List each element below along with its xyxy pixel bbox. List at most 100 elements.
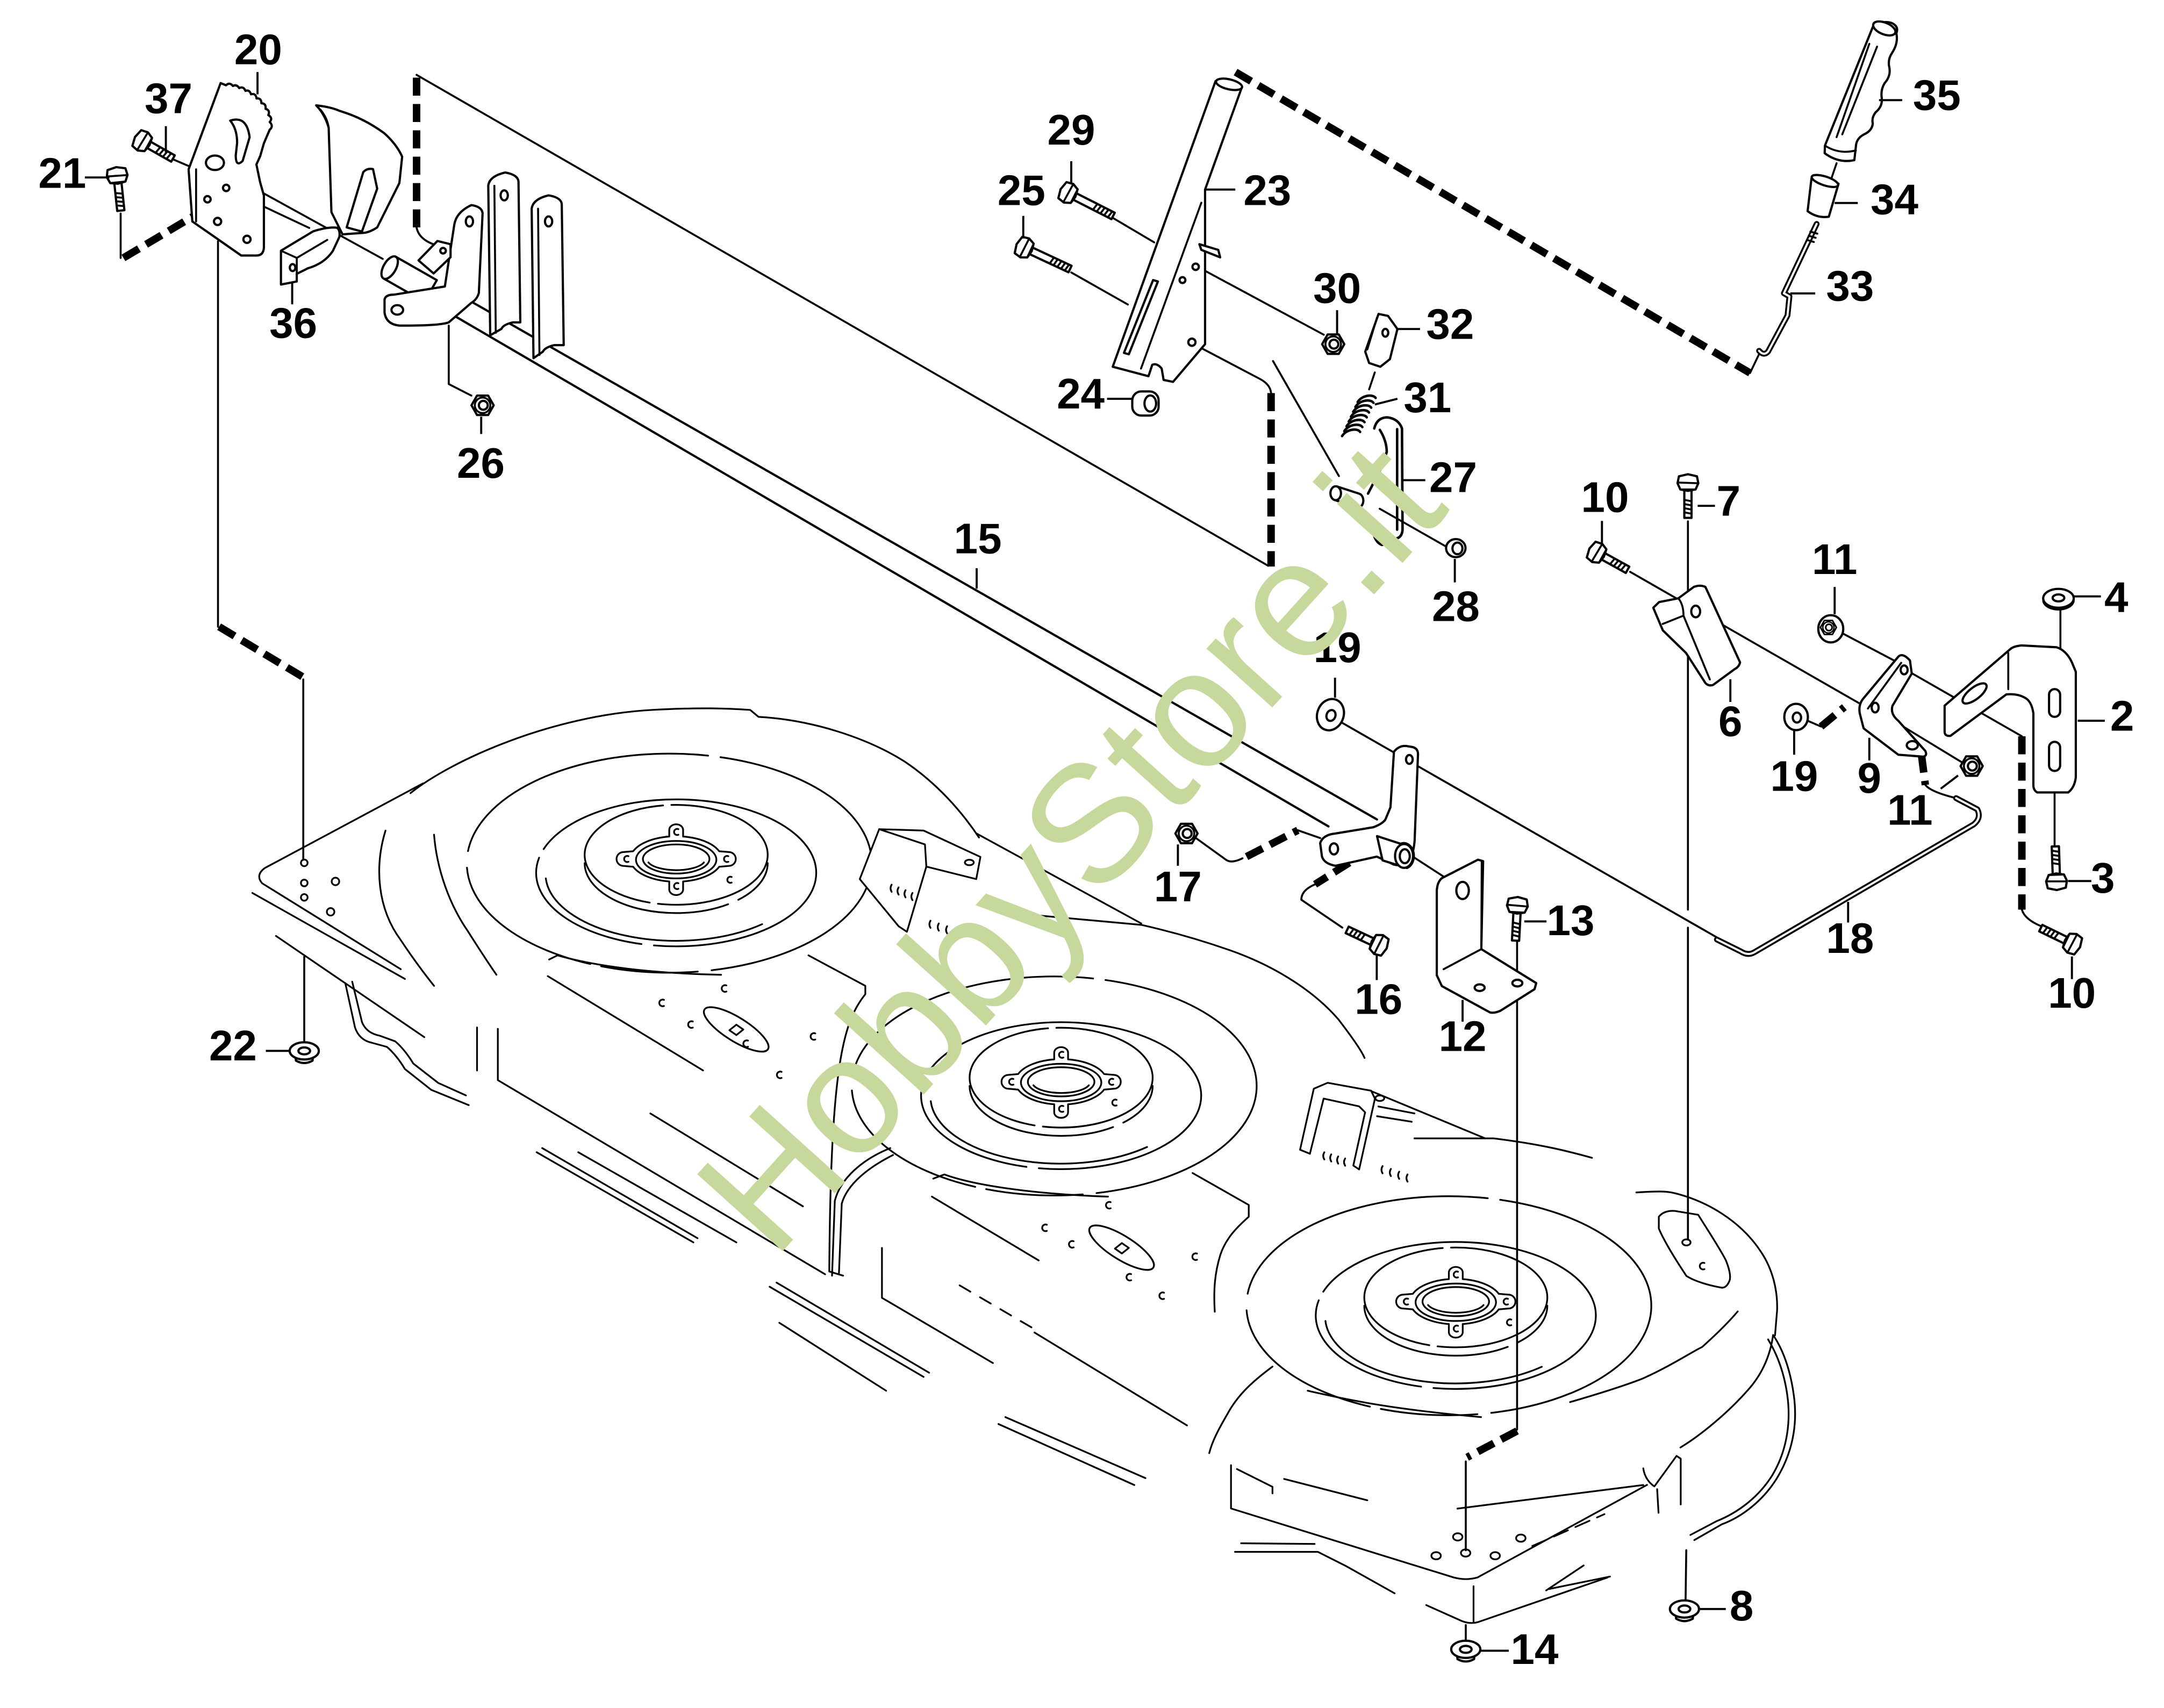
deck-hidden-edge [1531,1513,1606,1547]
hidden-assembly-dashed-lines [121,69,2026,1461]
washer-hole [1325,709,1337,722]
callout-19-right: 19 [1770,752,1818,800]
sector-plate-hole [242,234,252,245]
callout-3: 3 [2091,854,2115,902]
part-4-washer [2042,587,2075,611]
mount-hole [331,877,340,886]
lift-lever-assembly [1012,77,1467,558]
callout-17: 17 [1154,863,1202,910]
chute-bracket-flange [1370,1090,1486,1139]
chute-bracket-hole [964,858,975,866]
part-19-washer-center [1315,698,1345,731]
sector-plate-hole [221,183,231,192]
latch-link-body [1366,416,1404,547]
sector-plate-pivot-hole [205,154,225,171]
callout-6: 6 [1718,698,1742,745]
callout-2: 2 [2110,692,2134,740]
angle-bracket-fold [1442,860,1483,971]
deck-front-side-edges [476,975,1188,1486]
chute-bracket-hole [1374,1094,1385,1102]
sector-plate-hole [203,195,212,204]
callout-33: 33 [1826,262,1874,310]
pivot-arm-hole [390,304,405,316]
callout-32: 32 [1426,300,1474,348]
latch-body [1652,584,1742,687]
mount-hole [300,879,309,887]
latch-pin-end [1329,485,1342,501]
height-bracket-slot [2048,741,2061,772]
lift-plate-edge [493,184,497,334]
height-bracket-slot [1961,682,1988,705]
link-rod-core [1716,797,1980,955]
lever-handle-assembly [1756,20,1898,357]
callout-4: 4 [2104,573,2129,621]
callout-25: 25 [998,166,1045,214]
callout-7: 7 [1717,477,1740,525]
washer-hole [1792,711,1802,724]
right-linkage-assembly [1585,474,2085,957]
part-32-latch-plate [1364,313,1399,368]
pivot-arm-hole [464,215,475,228]
part-18-link-rod [1714,795,1982,957]
callout-15: 15 [954,515,1002,563]
callout-34: 34 [1871,176,1918,224]
lift-plate-hole [543,215,554,228]
height-bracket-body [1943,644,2077,794]
part-30-nut [1322,334,1344,354]
chute-bracket-left [858,828,981,937]
deck-right-end-plate [1230,1464,1648,1624]
mount-tab-hole [439,247,447,255]
right-housing-mount-pad [1658,1210,1731,1289]
handle-rod-core [1758,223,1818,355]
angle-bracket-hole [1455,880,1470,900]
shaft-pivot-arm [383,204,484,327]
callout-16: 16 [1355,975,1402,1023]
mount-pad-hole [1681,1238,1692,1246]
lift-link-body [1858,654,1927,758]
sector-plate-hole [213,217,223,226]
callout-13: 13 [1547,896,1595,944]
mount-hole [1452,1532,1464,1541]
grip-top-end [1872,20,1897,37]
callout-27: 27 [1429,453,1477,501]
mount-hole [300,858,309,867]
latch-fold [1661,597,1711,680]
latch-hole [1690,604,1702,619]
bushing-bore [1451,541,1464,556]
callout-10-upper: 10 [1581,473,1629,521]
callout-23: 23 [1243,166,1291,214]
part-35-handle-grip [1823,20,1898,162]
mount-hole [1489,1551,1501,1561]
callout-leader-lines [84,72,2105,1652]
callout-12: 12 [1439,1012,1487,1060]
deck-deflector-fin [1642,1455,1682,1514]
sector-plate-slot [229,118,251,164]
callout-37: 37 [145,74,192,122]
latch-plate-body [1364,313,1399,368]
center-housing-rim [932,832,1366,1198]
callout-8: 8 [1730,1582,1753,1630]
shaft-arm-sleeve-bore [1399,848,1411,865]
bushing-bore [1143,394,1157,413]
lift-link-hole [1900,664,1909,676]
weld-marks [1322,1151,1409,1183]
right-housing-rim [1307,1137,1796,1541]
sleeve-end [380,255,399,280]
callout-35: 35 [1913,71,1961,119]
part-24-bushing [1131,390,1160,417]
sector-plate-body [187,82,273,257]
mount-hole [326,907,335,917]
part-2-height-bracket [1943,644,2077,794]
shaft-mount-tab [417,240,452,275]
guard-plate-fold [319,109,330,129]
washer-hole [2051,593,2066,602]
part-28-bushing [1445,538,1467,558]
latch-plate-hole [1381,327,1389,338]
handle-rod-thread [1805,231,1818,243]
weld-marks [890,884,957,937]
callout-11-lower: 11 [1887,786,1933,834]
center-linkage-assembly [1176,698,1538,1014]
shaft-arm-hole [1328,842,1339,856]
chute-bracket-body [858,828,981,933]
angle-bracket-hole [1511,978,1524,988]
